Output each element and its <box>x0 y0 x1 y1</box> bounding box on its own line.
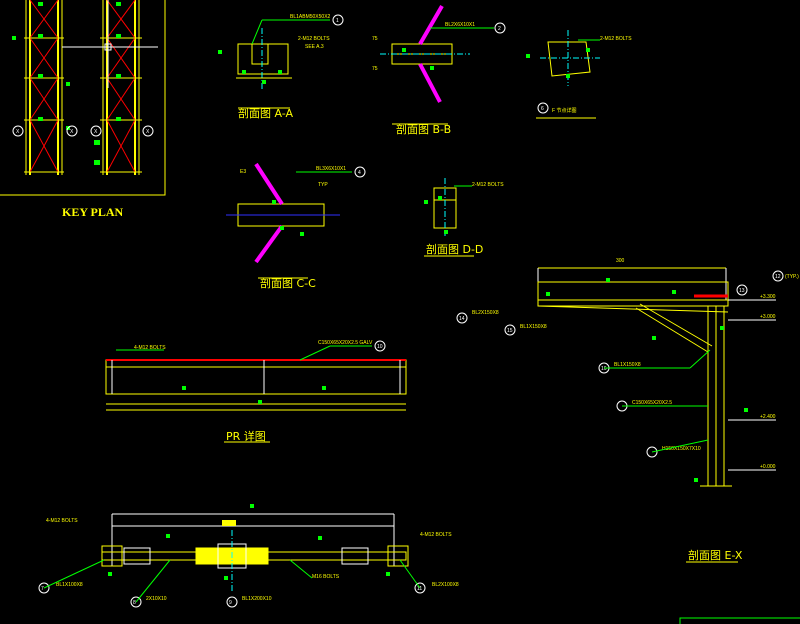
callout-text: BL1X150X8 <box>520 324 547 330</box>
key-plan: X X X X KEY PLAN <box>0 0 166 219</box>
elevation: +2.400 <box>760 414 776 420</box>
callout-text: BL2X150X8 <box>472 310 499 316</box>
callout-number: 7 <box>41 586 44 592</box>
key-plan-title: KEY PLAN <box>62 205 124 219</box>
section-note: 2-M12 BOLTS <box>472 182 504 188</box>
callout-number: 16 <box>601 366 607 372</box>
callout-number: 15 <box>507 328 513 334</box>
key-plan-markers: X X X X <box>12 125 154 137</box>
callout-text: C150X65X20X2.5 <box>632 400 672 406</box>
callout-number: 8 <box>133 600 136 606</box>
callout-number: 14 <box>459 316 465 322</box>
section-f: 2-M12 BOLTS 6 F 节点详图 <box>526 30 632 119</box>
callout-number: 9 <box>229 600 232 606</box>
bolt-note: 4-M12 BOLTS <box>420 532 452 538</box>
section-note: 2-M12 BOLTS <box>600 36 632 42</box>
bolt-note: 4-M12 BOLTS <box>134 345 166 351</box>
section-a: 1 BL1ABM50X50X2 2-M12 BOLTS SEE A.3 剖面图 … <box>218 14 344 120</box>
section-title: 剖面图 E-X <box>688 548 743 562</box>
callout-text: BL1X200X10 <box>242 596 272 602</box>
dimension: 75 <box>372 36 378 42</box>
section-label: F 节点详图 <box>552 107 576 114</box>
callout-text: C150X65X20X2.5 GALV <box>318 340 373 346</box>
section-note: TYP <box>318 182 328 188</box>
callout-text: H150X150X7X10 <box>662 446 701 452</box>
marker-label: X <box>94 129 98 135</box>
section-ex: 300 12 (TYP.) 13 14 BL2X150X8 15 BL1X150… <box>456 258 799 563</box>
dimension: 75 <box>372 66 378 72</box>
typ-note: (TYP.) <box>785 274 799 280</box>
section-title: 剖面图 D-D <box>426 242 483 256</box>
dimension: E3 <box>240 169 246 175</box>
center-note: M16 BOLTS <box>312 574 340 580</box>
section-note: 2-M12 BOLTS <box>298 36 330 42</box>
drawing-border <box>679 617 800 624</box>
callout-number: 1 <box>336 18 339 24</box>
callout-number: 6 <box>541 106 544 112</box>
cursor-crosshair <box>62 0 158 88</box>
section-title: 剖面图 C-C <box>260 276 316 290</box>
callout-text: BL2X100X8 <box>432 582 459 588</box>
marker-label: X <box>70 129 74 135</box>
section-d: 2-M12 BOLTS 剖面图 D-D <box>424 178 504 257</box>
section-title: PR 详图 <box>226 429 266 443</box>
pr-detail: 4-M12 BOLTS 10 C150X65X20X2.5 GALV PR 详图 <box>105 340 407 443</box>
callout-number: 10 <box>377 344 383 350</box>
section-title: 剖面图 A-A <box>238 106 294 120</box>
callout-number: 2 <box>498 26 501 32</box>
elevation: +3.300 <box>760 294 776 300</box>
callout-number: 11 <box>417 586 422 592</box>
callout-text: BL1X100X8 <box>56 582 83 588</box>
callout-text: BL3X6X10X1 <box>316 166 346 172</box>
callout-number: 4 <box>358 170 361 176</box>
callout-number: 13 <box>739 288 745 294</box>
bolt-note: 4-M12 BOLTS <box>46 518 78 524</box>
callout-number: 12 <box>775 274 781 280</box>
bottom-detail: 4-M12 BOLTS 4-M12 BOLTS 7 BL1X100X8 8 2X… <box>38 504 459 608</box>
section-title: 剖面图 B-B <box>396 122 451 136</box>
marker-label: X <box>16 129 20 135</box>
elevation: +3.000 <box>760 314 776 320</box>
callout-text: 2X10X10 <box>146 596 167 602</box>
key-plan-right-frame <box>94 0 142 175</box>
section-b: 2 BL2X6X10X1 75 75 剖面图 B-B <box>372 4 506 136</box>
key-plan-left-frame <box>12 0 70 175</box>
callout-text: BL2X6X10X1 <box>445 22 475 28</box>
callout-text: BL1ABM50X50X2 <box>290 14 331 20</box>
section-note: SEE A.3 <box>305 44 324 50</box>
callout-text: BL1X150X8 <box>614 362 641 368</box>
dimension: 300 <box>616 258 625 264</box>
elevation: +0.000 <box>760 464 776 470</box>
marker-label: X <box>146 129 150 135</box>
section-c: 4 BL3X6X10X1 TYP E3 剖面图 C-C <box>226 162 366 290</box>
